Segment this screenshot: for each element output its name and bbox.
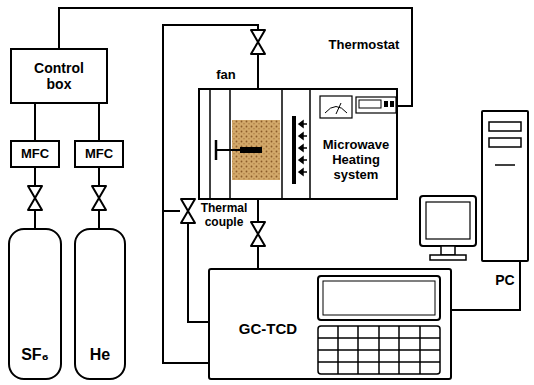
tower-slot: [495, 164, 515, 166]
gas-cylinder: He: [74, 228, 126, 380]
microwave-arrows: [299, 121, 307, 175]
gas-line: [163, 210, 180, 212]
display-button: [384, 101, 388, 107]
gc-tcd-instrument: GC-TCD: [208, 268, 452, 380]
microwave-furnace: Microwave Heating system: [198, 88, 398, 200]
fan-blade: [215, 140, 218, 160]
mfc-box: MFC: [74, 140, 124, 168]
gas-line: [59, 8, 412, 106]
display-window: [359, 100, 381, 108]
node-text: Microwave Heating system: [314, 138, 398, 183]
node-text: SF₆: [10, 346, 60, 364]
valve-symbol: [28, 30, 265, 246]
part-label: Thermostat: [322, 38, 406, 53]
display-button: [390, 101, 394, 107]
part-label: fan: [206, 68, 246, 83]
node-text: Control box: [27, 60, 91, 92]
gc-screen: [318, 276, 440, 320]
tower-drive: [489, 138, 521, 147]
monitor-stand: [441, 246, 455, 255]
furnace-wall: [229, 89, 231, 199]
gas-line: [34, 104, 36, 140]
furnace-wall: [309, 89, 311, 199]
gas-line: [98, 104, 100, 140]
controller-box: Control box: [10, 48, 108, 104]
gc-screen-inner: [323, 281, 435, 315]
thermostat-meter: [320, 96, 352, 118]
thermocouple-rod: [240, 147, 262, 153]
thermostat-display: [356, 97, 396, 113]
part-label: Thermal couple: [198, 202, 250, 230]
heater-plate: [292, 116, 296, 184]
pc-tower: PC: [481, 110, 529, 262]
furnace-wall: [281, 89, 283, 199]
pc-monitor: [420, 196, 476, 246]
gc-keypad: [318, 326, 440, 374]
node-text: MFC: [85, 147, 113, 162]
node-text: He: [76, 346, 124, 364]
gas-line: [188, 223, 208, 322]
node-text: GC-TCD: [222, 320, 314, 337]
mfc-box: MFC: [10, 140, 60, 168]
furnace-wall: [209, 89, 211, 199]
gas-line: [163, 25, 258, 363]
meter-needle: [336, 103, 341, 114]
node-text: MFC: [21, 147, 49, 162]
meter-scale: [325, 107, 347, 114]
monitor-screen: [426, 202, 470, 239]
fan-shaft: [216, 149, 242, 151]
node-text: PC: [469, 272, 534, 288]
monitor-base: [430, 255, 466, 260]
gas-cylinder: SF₆: [8, 228, 62, 380]
tower-drive: [489, 122, 521, 131]
